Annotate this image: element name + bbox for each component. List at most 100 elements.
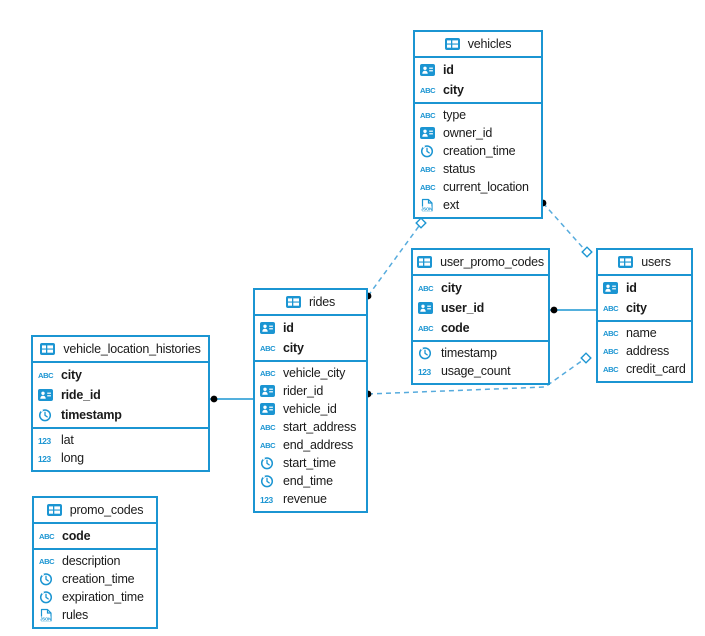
column-label: description xyxy=(62,554,121,568)
column-row[interactable]: vehicle_id xyxy=(255,400,366,418)
column-row[interactable]: ABC type xyxy=(415,106,541,124)
svg-text:JSON: JSON xyxy=(421,206,432,211)
svg-text:ABC: ABC xyxy=(418,284,434,293)
column-label: end_time xyxy=(283,474,333,488)
table-header[interactable]: promo_codes xyxy=(34,498,156,524)
key-column-row[interactable]: ride_id xyxy=(33,385,208,405)
column-row[interactable]: creation_time xyxy=(34,570,156,588)
text-icon: ABC xyxy=(38,370,56,380)
table-header[interactable]: user_promo_codes xyxy=(413,250,548,276)
text-icon: ABC xyxy=(418,283,436,293)
column-label: timestamp xyxy=(61,408,122,422)
svg-text:ABC: ABC xyxy=(603,365,619,374)
column-label: vehicle_city xyxy=(283,366,346,380)
svg-text:ABC: ABC xyxy=(260,369,276,378)
column-label: id xyxy=(283,321,294,335)
column-label: lat xyxy=(61,433,74,447)
column-row[interactable]: rider_id xyxy=(255,382,366,400)
svg-text:ABC: ABC xyxy=(420,165,436,174)
connection-vehicles-users[interactable] xyxy=(542,202,585,250)
svg-text:ABC: ABC xyxy=(260,344,276,353)
text-icon: ABC xyxy=(260,422,278,432)
column-label: type xyxy=(443,108,466,122)
column-row[interactable]: creation_time xyxy=(415,142,541,160)
text-icon: ABC xyxy=(603,303,621,313)
column-label: id xyxy=(443,63,454,77)
relationship-diamond-marker xyxy=(580,352,592,364)
id-icon xyxy=(420,64,438,76)
table-header[interactable]: rides xyxy=(255,290,366,316)
column-label: revenue xyxy=(283,492,327,506)
svg-text:ABC: ABC xyxy=(39,532,55,541)
column-row[interactable]: owner_id xyxy=(415,124,541,142)
number-icon: 123 xyxy=(38,453,56,464)
key-column-row[interactable]: user_id xyxy=(413,298,548,318)
key-column-row[interactable]: id xyxy=(598,278,691,298)
svg-text:ABC: ABC xyxy=(420,111,436,120)
column-row[interactable]: JSON rules xyxy=(34,606,156,624)
column-row[interactable]: ABC vehicle_city xyxy=(255,364,366,382)
text-icon: ABC xyxy=(420,164,438,174)
svg-text:123: 123 xyxy=(38,454,52,464)
column-label: rules xyxy=(62,608,89,622)
key-column-row[interactable]: id xyxy=(255,318,366,338)
key-column-row[interactable]: ABC city xyxy=(598,298,691,318)
table-name: users xyxy=(641,254,671,269)
table-icon xyxy=(618,256,636,268)
column-row[interactable]: end_time xyxy=(255,472,366,490)
column-label: city xyxy=(443,83,464,97)
svg-text:123: 123 xyxy=(38,436,52,446)
id-icon xyxy=(418,302,436,314)
time-icon xyxy=(39,572,57,586)
key-column-row[interactable]: timestamp xyxy=(33,405,208,425)
column-label: city xyxy=(441,281,462,295)
column-row[interactable]: expiration_time xyxy=(34,588,156,606)
column-label: code xyxy=(441,321,470,335)
column-label: creation_time xyxy=(443,144,516,158)
svg-text:JSON: JSON xyxy=(40,616,51,621)
column-label: city xyxy=(626,301,647,315)
connection-rides-vehicles[interactable] xyxy=(367,225,420,297)
text-icon: ABC xyxy=(603,346,621,356)
column-row[interactable]: 123 lat xyxy=(33,431,208,449)
connection-rides-users[interactable] xyxy=(367,359,584,395)
column-row[interactable]: start_time xyxy=(255,454,366,472)
key-column-row[interactable]: ABC city xyxy=(413,278,548,298)
table-header[interactable]: vehicles xyxy=(415,32,541,58)
json-icon: JSON xyxy=(39,608,57,622)
table-header[interactable]: vehicle_location_histories xyxy=(33,337,208,363)
text-icon: ABC xyxy=(603,364,621,374)
svg-text:ABC: ABC xyxy=(603,329,619,338)
number-icon: 123 xyxy=(260,494,278,505)
table-header[interactable]: users xyxy=(598,250,691,276)
key-column-row[interactable]: id xyxy=(415,60,541,80)
column-label: end_address xyxy=(283,438,354,452)
column-row[interactable]: 123 revenue xyxy=(255,490,366,508)
column-row[interactable]: timestamp xyxy=(413,344,548,362)
